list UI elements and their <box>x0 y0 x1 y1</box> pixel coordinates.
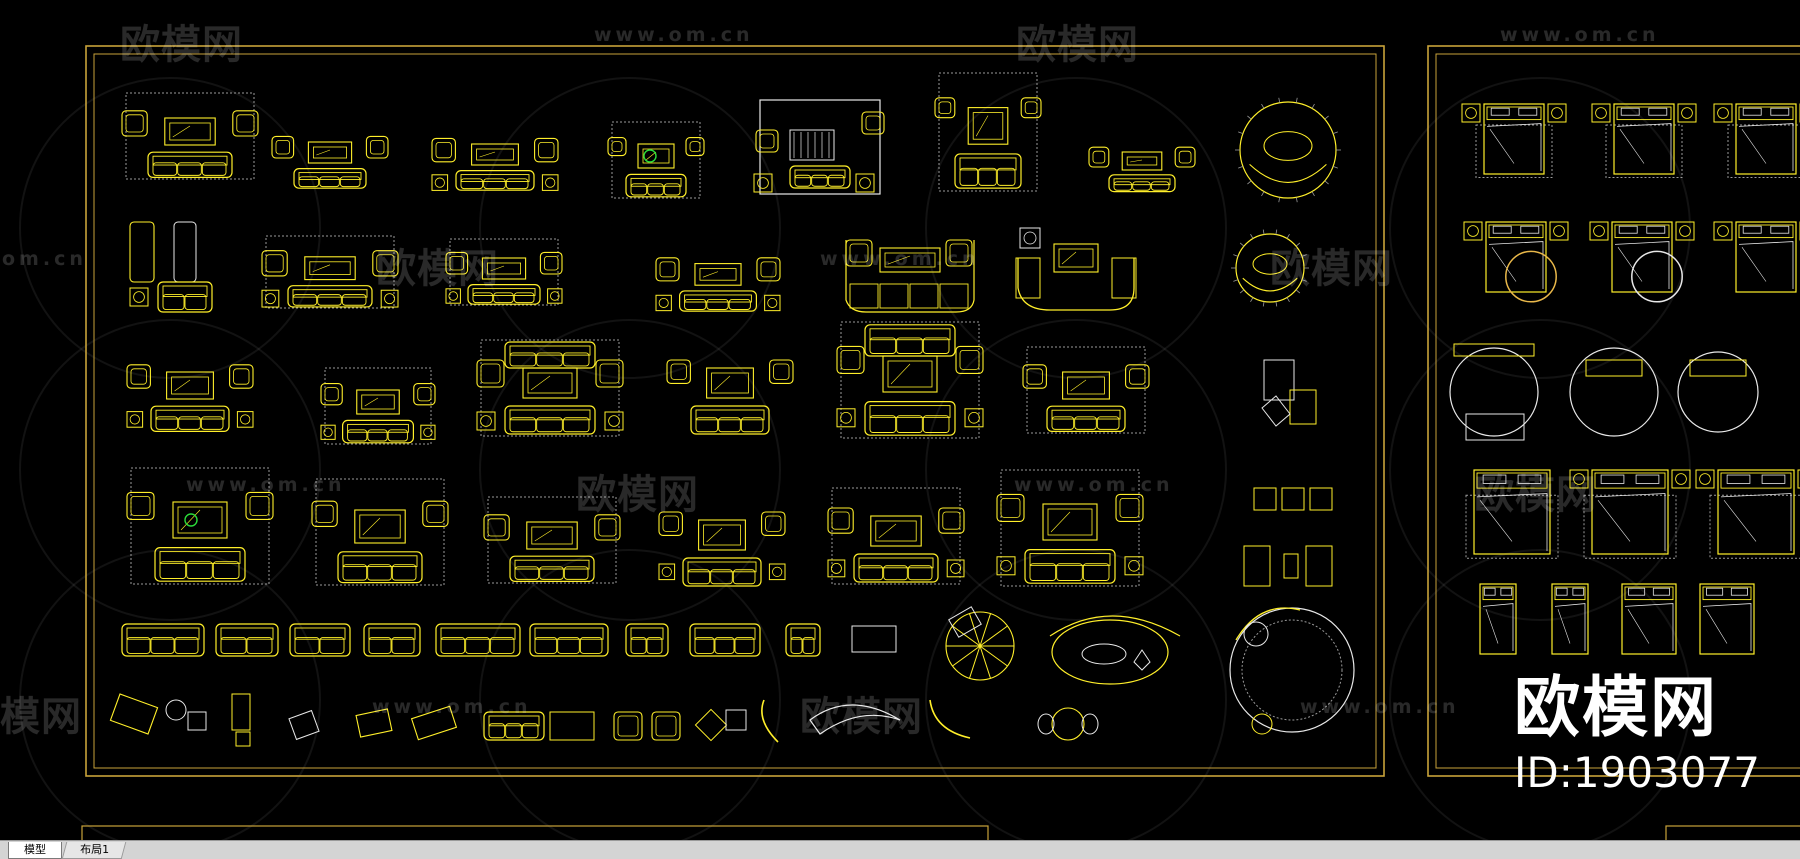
living-set-21 <box>1022 346 1150 434</box>
lounge-set-31 <box>1049 615 1181 685</box>
living-set-7 <box>1088 146 1196 193</box>
living-set-19 <box>666 359 794 435</box>
living-set-25 <box>483 496 621 584</box>
living-set-11 <box>445 238 563 306</box>
bed-15 <box>1621 583 1677 655</box>
round-bed-8 <box>1569 347 1659 437</box>
living-set-28 <box>996 469 1144 587</box>
watermark-circles <box>19 77 1691 840</box>
living-set-12 <box>655 257 781 312</box>
living-set-1 <box>121 92 259 180</box>
bed-10 <box>1465 469 1559 559</box>
bed-2 <box>1591 103 1697 178</box>
bed-11 <box>1569 469 1691 559</box>
tab-model[interactable]: 模型 <box>8 842 62 859</box>
round-bed-32 <box>1229 607 1355 735</box>
living-set-2 <box>271 135 389 189</box>
living-set-13 <box>845 239 975 313</box>
tab-layout-1[interactable]: 布局1 <box>61 842 127 859</box>
umbrella-table-30 <box>945 606 1015 681</box>
bed-4 <box>1463 221 1569 303</box>
bed-5 <box>1589 221 1695 303</box>
living-set-24 <box>311 478 449 586</box>
living-set-3 <box>431 137 559 191</box>
living-set-4 <box>607 121 705 199</box>
living-set-18 <box>476 339 624 437</box>
living-set-10 <box>261 235 399 309</box>
lounge-set-22 <box>1261 359 1317 427</box>
living-set-26 <box>658 511 786 587</box>
round-bed-9 <box>1677 351 1759 433</box>
bed-6 <box>1713 221 1800 293</box>
living-set-17 <box>320 367 436 445</box>
living-set-23 <box>126 467 274 585</box>
living-set-9 <box>129 221 213 313</box>
living-set-20 <box>836 321 984 439</box>
dining-set-29 <box>1243 487 1333 587</box>
bed-12 <box>1695 469 1800 559</box>
living-set-5 <box>753 99 885 195</box>
bed-14 <box>1551 583 1589 655</box>
round-set-8 <box>1235 97 1341 203</box>
round-bed-7 <box>1449 343 1539 441</box>
living-set-16 <box>126 364 254 433</box>
drawing-frames <box>81 45 1800 840</box>
layout-tab-bar: 模型 布局1 <box>0 840 1800 859</box>
living-set-6 <box>934 72 1042 192</box>
bed-13 <box>1479 583 1517 655</box>
loose-items-row <box>109 693 1099 747</box>
model-space-canvas[interactable]: 欧模网 www.om.cn 欧模网 www.om.cn om.cn 欧模网 ww… <box>0 0 1800 840</box>
living-set-14 <box>1015 227 1137 311</box>
round-set-15 <box>1231 229 1309 307</box>
living-set-27 <box>827 487 965 585</box>
bed-1 <box>1461 103 1567 178</box>
cad-drawing[interactable] <box>0 0 1800 840</box>
bed-3 <box>1713 103 1800 178</box>
sofa-row <box>121 623 897 657</box>
bed-16 <box>1699 583 1755 655</box>
